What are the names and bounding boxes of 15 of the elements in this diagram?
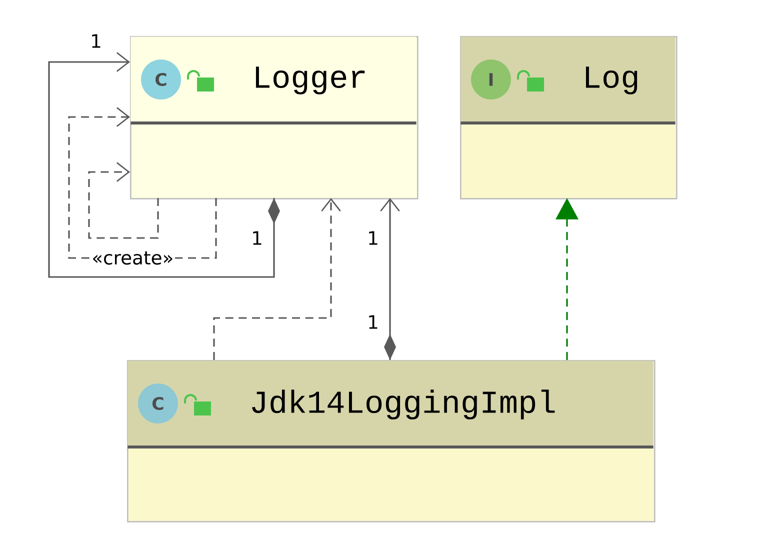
connector xyxy=(380,198,400,360)
multiplicity-label: 1 xyxy=(369,315,378,329)
multiplicity-label: 1 xyxy=(92,34,100,48)
multiplicity-label: 1 xyxy=(253,231,262,245)
edge-label: «create» xyxy=(90,250,176,266)
class-box xyxy=(127,360,656,522)
class-name: Log xyxy=(586,66,638,94)
class-box xyxy=(130,36,418,200)
connector xyxy=(88,162,159,239)
class-name: Jdk14LoggingImpl xyxy=(252,390,555,420)
class-box xyxy=(460,36,678,200)
multiplicity-label: 1 xyxy=(369,231,378,245)
connector xyxy=(213,198,341,360)
connector xyxy=(48,52,280,278)
class-name: Logger xyxy=(256,66,365,94)
